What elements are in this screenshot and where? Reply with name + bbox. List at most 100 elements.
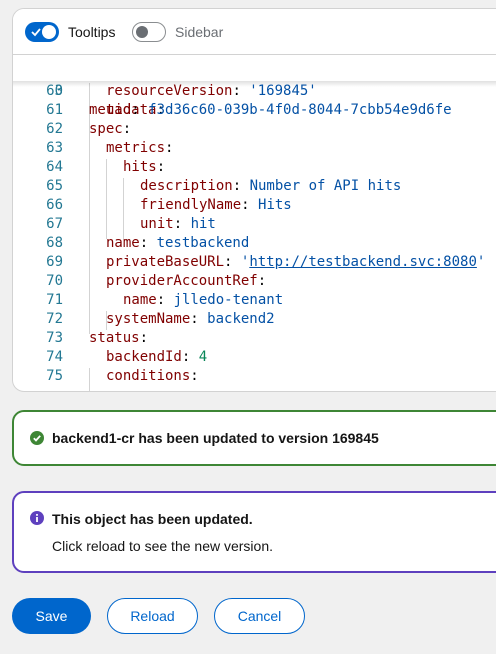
yaml-key: spec: [89, 121, 123, 137]
yaml-url-link[interactable]: http://testbackend.svc:8080: [249, 254, 477, 270]
line-number: 66: [46, 197, 63, 213]
line-number: 60: [46, 83, 63, 99]
yaml-value: jlledo-tenant: [173, 292, 284, 308]
code-line: 72 systemName: backend2: [13, 310, 496, 329]
line-number: 71: [46, 292, 63, 308]
line-number: 70: [46, 273, 63, 289]
code-line: 70 providerAccountRef:: [13, 272, 496, 291]
indent-guide: [123, 178, 124, 239]
line-number: 63: [46, 140, 63, 156]
code-line: 64 hits:: [13, 158, 496, 177]
yaml-value: testbackend: [156, 235, 250, 251]
yaml-quote: ': [476, 254, 486, 270]
indent-guide: [89, 368, 90, 391]
yaml-value: Number of API hits: [249, 178, 402, 194]
code-line: 71 name: jlledo-tenant: [13, 291, 496, 310]
line-number: 74: [46, 349, 63, 365]
footer-strip: [0, 654, 496, 658]
save-button[interactable]: Save: [12, 598, 91, 634]
yaml-key: friendlyName: [140, 197, 242, 213]
yaml-editor-panel: Tooltips Sidebar 3 metadata: 60 resourceV…: [12, 8, 496, 392]
yaml-colon: :: [181, 349, 199, 365]
line-number: 73: [46, 330, 63, 346]
indent-guide: [106, 159, 107, 239]
yaml-key: conditions: [106, 368, 191, 384]
tooltips-toggle[interactable]: [25, 22, 59, 42]
toggle-knob: [42, 25, 56, 39]
yaml-colon: :: [139, 235, 157, 251]
yaml-colon: :: [190, 311, 208, 327]
code-line: 63 metrics:: [13, 139, 496, 158]
editor-toolbar: Tooltips Sidebar: [13, 9, 496, 55]
yaml-colon: :: [156, 292, 174, 308]
yaml-key: name: [123, 292, 157, 308]
code-line: 65 description: Number of API hits: [13, 177, 496, 196]
yaml-key: uid: [106, 102, 132, 118]
yaml-colon: :: [173, 216, 191, 232]
yaml-colon: :: [139, 330, 149, 346]
line-number: 75: [46, 368, 63, 384]
yaml-colon: :: [232, 83, 250, 99]
sidebar-label: Sidebar: [175, 24, 224, 40]
line-number: 67: [46, 216, 63, 232]
line-number: 69: [46, 254, 63, 270]
yaml-colon: :: [165, 140, 174, 156]
yaml-key: unit: [140, 216, 174, 232]
info-circle-icon: [30, 511, 44, 525]
yaml-colon: :: [241, 197, 259, 213]
yaml-quote: ': [240, 254, 250, 270]
yaml-key: hits: [123, 159, 157, 175]
yaml-colon: :: [257, 273, 267, 289]
line-number: 61: [46, 102, 63, 118]
yaml-colon: :: [122, 121, 132, 137]
yaml-key: metrics: [106, 140, 166, 156]
yaml-value: hit: [190, 216, 216, 232]
line-number: 3: [54, 83, 63, 99]
yaml-colon: :: [232, 178, 250, 194]
cancel-button[interactable]: Cancel: [214, 598, 305, 634]
info-alert: This object has been updated. Click relo…: [12, 491, 496, 573]
code-line: 69 privateBaseURL: 'http://testbackend.sv…: [13, 253, 496, 272]
yaml-key: privateBaseURL: [106, 254, 225, 270]
toggle-knob: [136, 26, 148, 38]
code-line: 68 name: testbackend: [13, 234, 496, 253]
yaml-colon: :: [131, 102, 149, 118]
yaml-key: systemName: [106, 311, 191, 327]
code-line: 61 uid: f3d36c60-039b-4f0d-8044-7cbb54e9d…: [13, 101, 496, 120]
line-number: 72: [46, 311, 63, 327]
success-alert-title: backend1-cr has been updated to version …: [52, 430, 379, 446]
line-number: 64: [46, 159, 63, 175]
line-number: 62: [46, 121, 63, 137]
code-line: 73 status:: [13, 329, 496, 348]
yaml-key: resourceVersion: [106, 83, 233, 99]
code-line: 60 resourceVersion: '169845': [13, 82, 496, 101]
yaml-value: backend2: [207, 311, 275, 327]
yaml-key: metadata: [89, 102, 157, 118]
yaml-key: name: [106, 235, 140, 251]
tooltips-label: Tooltips: [68, 24, 116, 40]
reload-button[interactable]: Reload: [107, 598, 198, 634]
sticky-line: 3 metadata:: [13, 63, 496, 118]
yaml-key: description: [140, 178, 233, 194]
yaml-value: '169845': [249, 83, 317, 99]
yaml-colon: :: [190, 368, 199, 384]
sidebar-toggle[interactable]: [132, 22, 166, 42]
code-line: 75 conditions:: [13, 367, 496, 386]
yaml-key: backendId: [106, 349, 182, 365]
yaml-key: status: [89, 330, 140, 346]
yaml-value: f3d36c60-039b-4f0d-8044-7cbb54e9d6fe: [148, 102, 452, 118]
indent-guide: [106, 311, 107, 330]
yaml-key: providerAccountRef: [106, 273, 258, 289]
yaml-colon: :: [156, 159, 166, 175]
check-icon: [31, 28, 41, 37]
info-alert-description: Click reload to see the new version.: [52, 538, 273, 554]
code-line: 67 unit: hit: [13, 215, 496, 234]
yaml-colon: :: [224, 254, 241, 270]
line-number: 65: [46, 178, 63, 194]
code-line: 62 spec:: [13, 120, 496, 139]
line-number: 68: [46, 235, 63, 251]
indent-guide: [89, 83, 90, 167]
